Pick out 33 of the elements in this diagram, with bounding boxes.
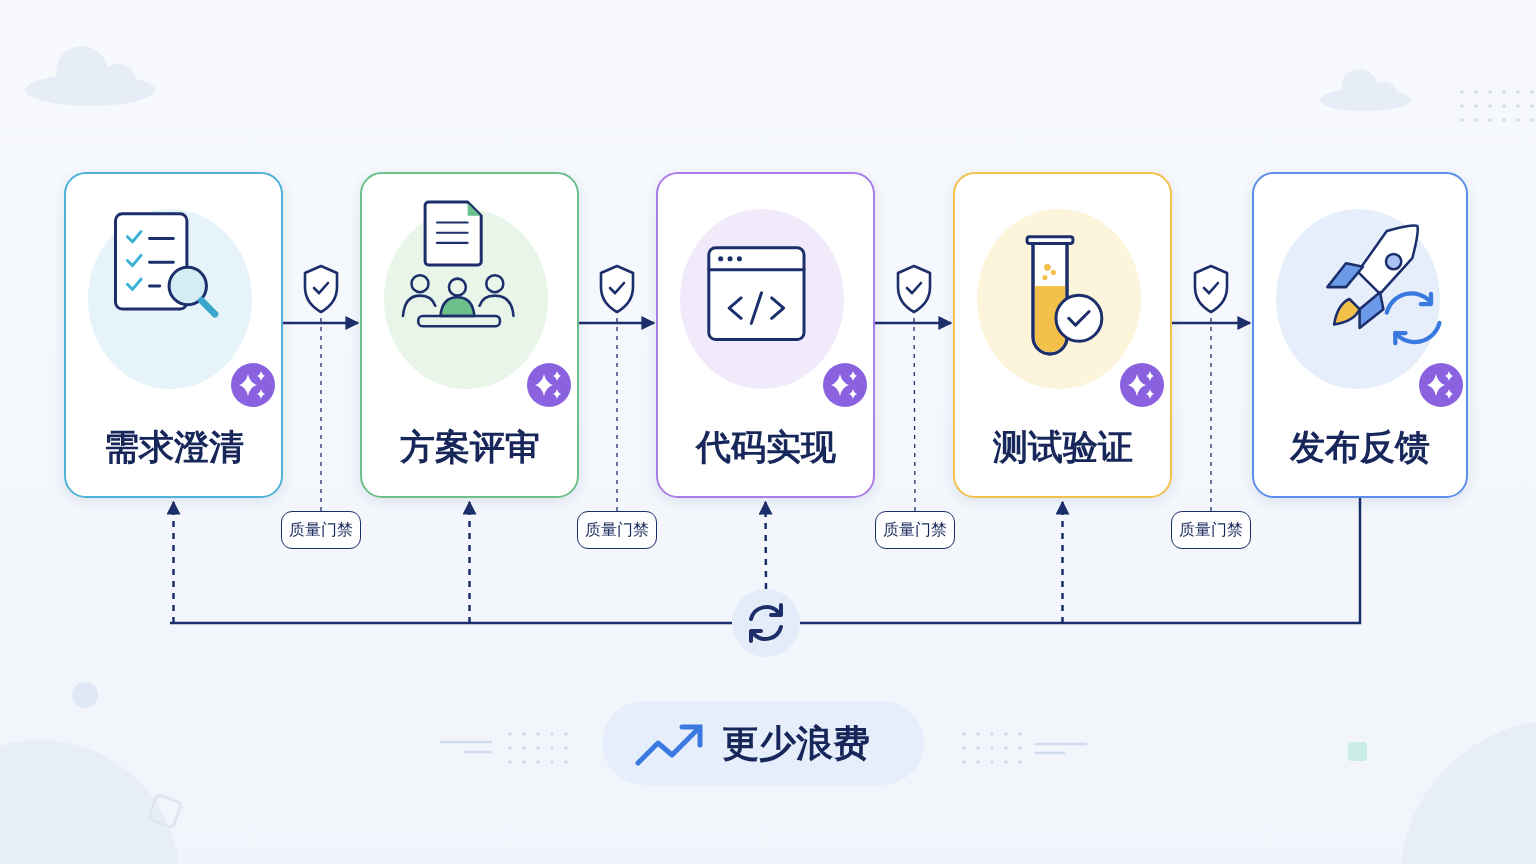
gate-label: 质量门禁: [883, 519, 947, 541]
shield-check-icon: [597, 263, 637, 315]
arrow: [758, 500, 773, 589]
step-card: [953, 172, 1172, 498]
gate-tag: [875, 511, 955, 549]
gate-label: 质量门禁: [1179, 519, 1243, 541]
step-title: 方案评审: [398, 426, 541, 469]
step-title: 需求澄清: [102, 426, 245, 469]
step-title: 代码实现: [694, 426, 837, 469]
gate-tag: [281, 511, 361, 549]
gate-tag: [577, 511, 657, 549]
shield-check-icon: [894, 263, 934, 315]
step-title: 发布反馈: [1288, 426, 1431, 469]
gate-label: 质量门禁: [289, 519, 353, 541]
arrow: [462, 500, 477, 623]
step-title: 测试验证: [991, 426, 1134, 469]
arrow: [1172, 316, 1252, 330]
step-card: [656, 172, 875, 498]
arrow: [875, 316, 953, 330]
summary-text: 更少浪费: [722, 721, 870, 767]
arrow: [166, 500, 181, 623]
shield-check-icon: [1191, 263, 1231, 315]
gate-tag: [1171, 511, 1251, 549]
gate-label: 质量门禁: [585, 519, 649, 541]
feedback-line: [170, 621, 732, 625]
arrow: [579, 316, 656, 330]
step-card: [64, 172, 283, 498]
shield-check-icon: [301, 263, 341, 315]
step-card: [1252, 172, 1468, 498]
arrow: [1055, 500, 1070, 623]
step-card: [360, 172, 579, 498]
connector-line: [800, 498, 1362, 625]
arrow: [283, 316, 360, 330]
